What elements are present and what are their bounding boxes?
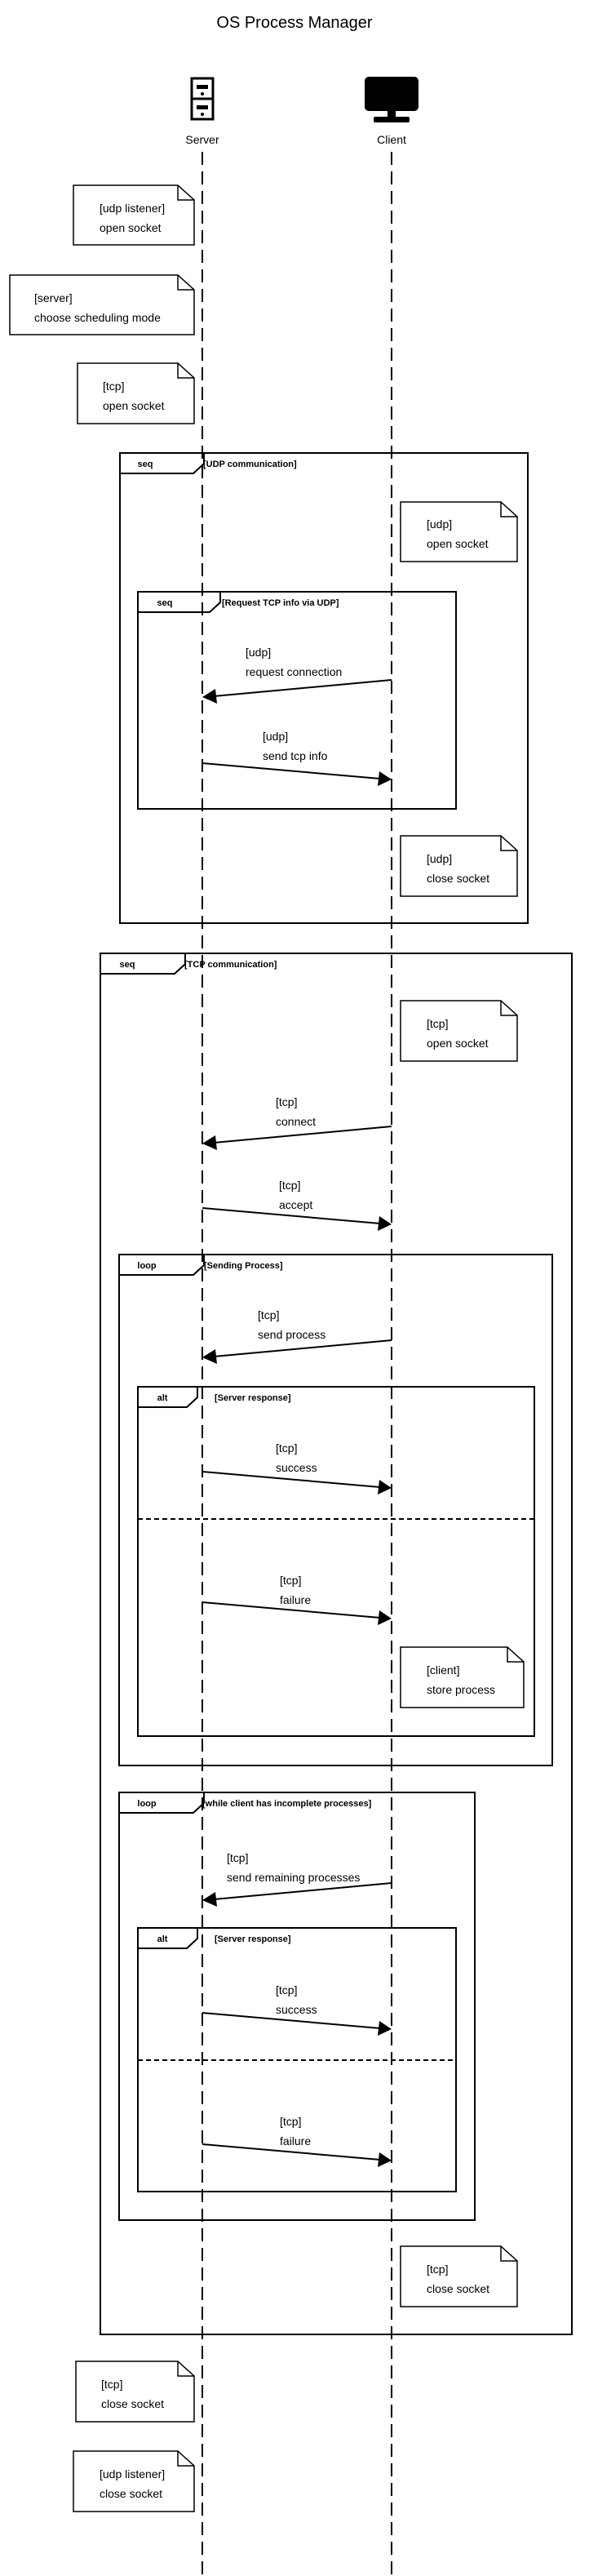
svg-text:failure: failure	[280, 2134, 311, 2147]
message-accept: [tcp] accept	[202, 1179, 392, 1231]
diagram-title: OS Process Manager	[216, 14, 373, 32]
note-udp-listener-close: [udp listener] close socket	[73, 2450, 195, 2512]
svg-text:open socket: open socket	[427, 1037, 489, 1050]
frame-keyword: alt	[157, 1393, 168, 1403]
svg-text:close socket: close socket	[101, 2397, 164, 2410]
frame-keyword: alt	[157, 1934, 168, 1944]
svg-text:store process: store process	[427, 1683, 495, 1696]
svg-text:[client]: [client]	[427, 1663, 459, 1677]
svg-text:[udp listener]: [udp listener]	[100, 2467, 165, 2481]
note-tcp-close-server: [tcp] close socket	[75, 2361, 195, 2423]
message-send-remaining-processes: [tcp] send remaining processes	[202, 1851, 392, 1907]
svg-text:send tcp info: send tcp info	[263, 749, 328, 762]
svg-text:[tcp]: [tcp]	[103, 380, 124, 393]
svg-text:[server]: [server]	[34, 291, 73, 304]
svg-text:[tcp]: [tcp]	[276, 1983, 297, 1996]
frame-sending-process-loop: loop [Sending Process]	[118, 1254, 553, 1766]
note-udp-close-client: [udp] close socket	[400, 835, 518, 897]
svg-text:[tcp]: [tcp]	[280, 2115, 301, 2128]
frame-keyword: seq	[157, 598, 173, 608]
svg-text:open socket: open socket	[100, 221, 162, 234]
svg-text:[tcp]: [tcp]	[101, 2378, 122, 2391]
svg-text:close socket: close socket	[427, 2282, 489, 2295]
svg-text:close socket: close socket	[427, 872, 489, 885]
frame-keyword: seq	[120, 960, 135, 970]
message-failure: [tcp] failure	[202, 1574, 392, 1625]
svg-text:accept: accept	[279, 1198, 312, 1211]
message-connect: [tcp] connect	[202, 1095, 392, 1150]
svg-text:success: success	[276, 2003, 317, 2016]
frame-label: [Request TCP info via UDP]	[222, 598, 339, 608]
svg-text:choose scheduling mode: choose scheduling mode	[34, 311, 161, 324]
message-send-tcp-info: [udp] send tcp info	[202, 730, 392, 786]
svg-text:open socket: open socket	[427, 537, 489, 550]
frame-label: [Sending Process]	[204, 1261, 283, 1271]
svg-text:open socket: open socket	[103, 399, 165, 412]
message-send-process: [tcp] send process	[202, 1308, 392, 1364]
frame-tcp-communication: seq [TCP communication]	[100, 953, 573, 2335]
svg-text:[udp]: [udp]	[427, 852, 452, 865]
note-udp-listener-open: [udp listener] open socket	[73, 184, 195, 246]
frame-keyword: seq	[138, 460, 153, 469]
desktop-monitor-icon	[365, 77, 418, 122]
frame-label: [UDP communication]	[203, 460, 297, 469]
message-success-2: [tcp] success	[202, 1983, 392, 2036]
frame-udp-communication: seq [UDP communication]	[119, 452, 529, 924]
svg-text:[tcp]: [tcp]	[427, 1017, 448, 1030]
frame-keyword: loop	[137, 1261, 156, 1271]
svg-text:[tcp]: [tcp]	[280, 1574, 301, 1587]
svg-text:request connection: request connection	[246, 665, 342, 678]
frame-label: [TCP communication]	[184, 960, 277, 970]
svg-text:send remaining processes: send remaining processes	[227, 1871, 360, 1884]
note-tcp-close-client: [tcp] close socket	[400, 2245, 518, 2307]
svg-text:[tcp]: [tcp]	[427, 2263, 448, 2276]
message-success: [tcp] success	[202, 1441, 392, 1495]
svg-text:[udp listener]: [udp listener]	[100, 202, 165, 215]
message-request-connection: [udp] request connection	[202, 646, 392, 704]
frame-server-response-alt: alt [Server response]	[137, 1386, 535, 1737]
frame-server-response-alt-2: alt [Server response]	[137, 1927, 457, 2192]
frame-incomplete-processes-loop: loop [while client has incomplete proces…	[118, 1792, 476, 2221]
svg-text:failure: failure	[280, 1593, 311, 1606]
svg-text:send process: send process	[258, 1328, 326, 1341]
svg-text:[tcp]: [tcp]	[276, 1441, 297, 1455]
frame-label: [while client has incomplete processes]	[202, 1799, 372, 1809]
frame-keyword: loop	[137, 1799, 156, 1809]
svg-text:[tcp]: [tcp]	[258, 1308, 279, 1321]
note-tcp-open-client: [tcp] open socket	[400, 1000, 518, 1062]
note-client-store-process: [client] store process	[400, 1646, 525, 1708]
svg-text:[udp]: [udp]	[246, 646, 271, 659]
frame-label: [Server response]	[215, 1393, 291, 1403]
client-actor-label: Client	[377, 133, 406, 146]
frame-label: [Server response]	[215, 1934, 291, 1944]
svg-text:[udp]: [udp]	[263, 730, 288, 743]
svg-text:connect: connect	[276, 1115, 316, 1128]
svg-text:success: success	[276, 1461, 317, 1474]
note-choose-scheduling: [server] choose scheduling mode	[9, 274, 195, 335]
note-tcp-open-server: [tcp] open socket	[77, 362, 195, 424]
message-failure-2: [tcp] failure	[202, 2115, 392, 2167]
svg-text:[tcp]: [tcp]	[279, 1179, 300, 1192]
server-actor-label: Server	[185, 133, 219, 146]
server-tower-icon	[190, 77, 215, 121]
svg-text:[tcp]: [tcp]	[227, 1851, 248, 1864]
svg-text:[udp]: [udp]	[427, 517, 452, 531]
note-udp-open-client: [udp] open socket	[400, 501, 518, 562]
svg-text:close socket: close socket	[100, 2487, 162, 2500]
frame-request-tcp-info: seq [Request TCP info via UDP]	[137, 591, 457, 810]
svg-text:[tcp]: [tcp]	[276, 1095, 297, 1108]
